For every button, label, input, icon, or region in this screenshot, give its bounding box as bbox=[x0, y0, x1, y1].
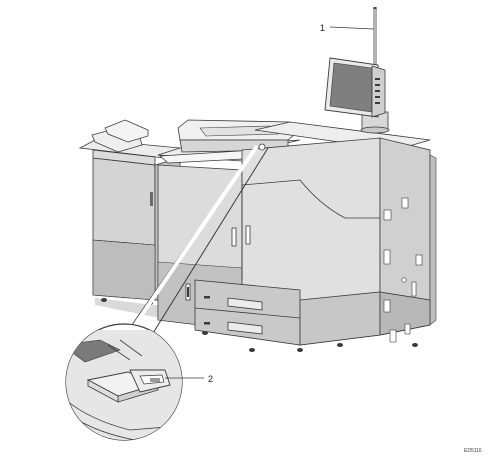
callout-2-label: 2 bbox=[208, 374, 213, 384]
figure-id: ED5116 bbox=[464, 448, 482, 454]
magnifier-leader-lines bbox=[124, 143, 269, 339]
callout-1: 1 bbox=[320, 23, 375, 33]
magnified-detail bbox=[65, 323, 183, 441]
callout-1-label: 1 bbox=[320, 23, 325, 33]
callout-2: 2 bbox=[165, 374, 213, 384]
main-body bbox=[194, 121, 437, 352]
control-panel bbox=[324, 7, 390, 134]
